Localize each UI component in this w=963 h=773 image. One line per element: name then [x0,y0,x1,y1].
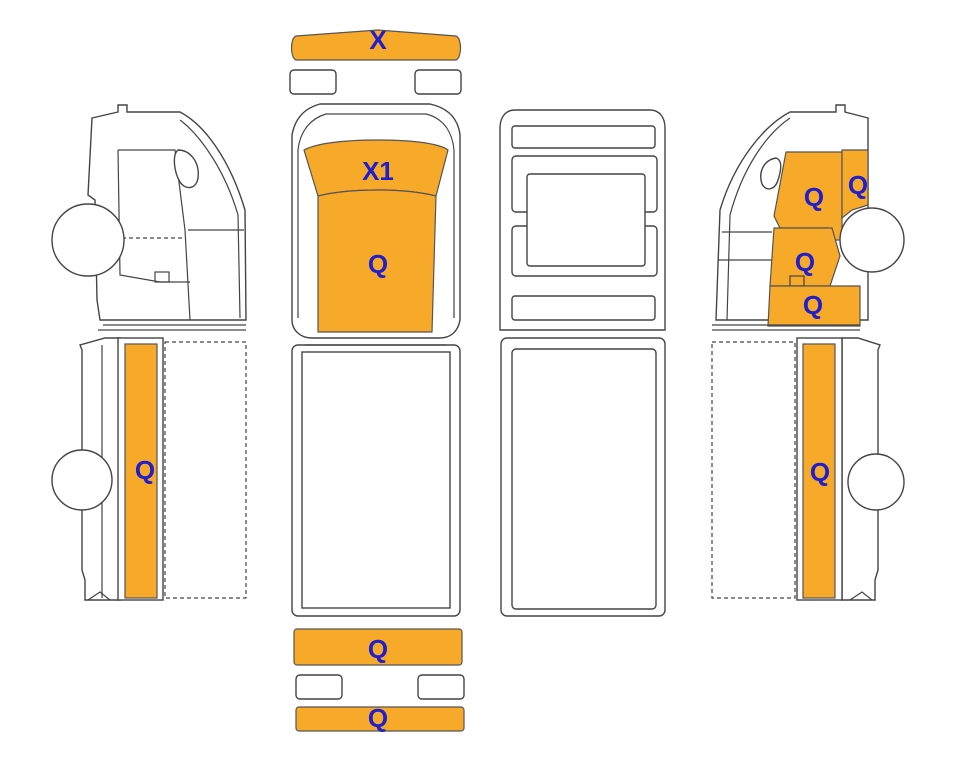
right-side-panel-label: Q [810,457,830,487]
right-door-window [841,149,869,220]
left-side-panel-label: Q [135,455,155,485]
left-door-handle [154,271,170,283]
rear-lower-panel [295,706,465,732]
rear-upper-panel [293,628,463,666]
rear-lower-panel-label: Q [368,703,388,733]
left-rear-wheel [51,449,113,511]
rear-upper-panel-label: Q [368,634,388,664]
rear-window [526,173,646,267]
right-side-view: Q Q Q Q Q [711,104,905,601]
left-side-panel [124,343,158,599]
right-rear-wheel [847,453,905,511]
right-front-wheel [839,207,905,273]
right-door-upper-label: Q [804,182,824,212]
left-front-wheel [51,203,125,277]
hood-label: Q [368,249,388,279]
left-mirror [173,149,199,189]
windshield-label: X1 [362,156,394,186]
front-bumper-label: X [369,25,387,55]
rear-view [499,109,666,617]
right-side-panel [802,343,836,599]
right-door-middle-label: Q [795,247,815,277]
right-mirror [760,157,782,190]
left-cab-outline [87,104,247,321]
left-side-view: Q [51,104,247,601]
hood [317,189,437,333]
front-bumper [290,29,462,61]
right-cargo-box [711,341,796,599]
left-headlight [289,69,337,95]
rear-left-light [295,674,343,700]
front-top-view: X X1 Q Q Q [289,25,465,733]
right-door-middle [769,227,841,287]
right-door-lower [767,285,861,327]
left-cargo-box [164,341,247,599]
right-door-window-label: Q [848,170,868,200]
rear-right-light [417,674,465,700]
right-headlight [414,69,462,95]
right-door-lower-label: Q [803,290,823,320]
